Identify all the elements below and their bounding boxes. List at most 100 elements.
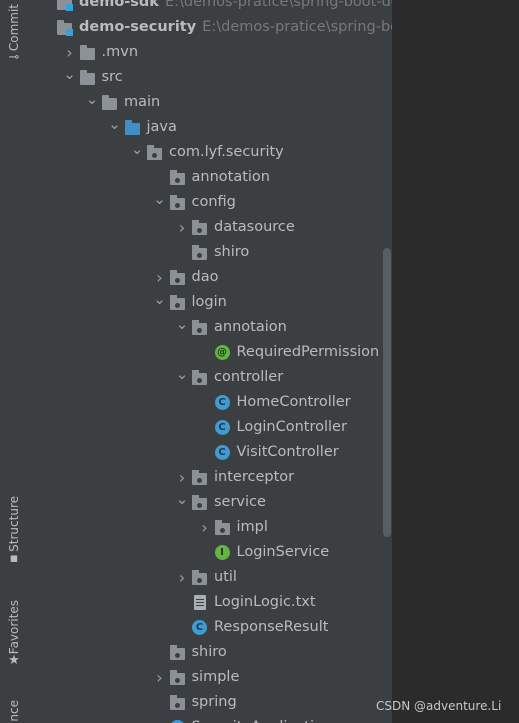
- tree-row[interactable]: ⌄ controller: [28, 365, 392, 390]
- structure-tab-label: Structure: [7, 496, 21, 552]
- tree-row[interactable]: CSecurityApplication: [28, 715, 392, 723]
- tree-row[interactable]: ⌄ config: [28, 190, 392, 215]
- tree-node-name: LoginService: [236, 544, 330, 560]
- chevron-down-icon[interactable]: ⌄: [85, 90, 99, 108]
- tree-node-name: util: [214, 569, 237, 585]
- tree-node-name: src: [101, 69, 123, 85]
- folder-icon: [79, 70, 95, 85]
- tree-node-name: demo-security: [79, 19, 197, 35]
- tree-node-name: service: [214, 494, 266, 510]
- bottom-tab[interactable]: nce: [0, 700, 28, 722]
- chevron-right-icon[interactable]: ›: [201, 518, 208, 537]
- class-icon: C: [214, 445, 230, 460]
- tree-row-label: HomeController: [237, 390, 351, 415]
- bottom-tab-label: nce: [7, 700, 21, 722]
- tree-row[interactable]: › impl: [28, 515, 392, 540]
- package-icon: [169, 295, 185, 310]
- watermark: CSDN @adventure.Li: [376, 699, 502, 713]
- tree-row-label: dao: [192, 265, 219, 290]
- tree-row-label: SecurityApplication: [192, 715, 333, 723]
- tree-row-label: LoginService: [237, 540, 330, 565]
- file-glyph: [194, 595, 206, 610]
- tree-row[interactable]: ⌄main: [28, 90, 392, 115]
- tree-node-name: dao: [191, 269, 219, 285]
- chevron-right-icon[interactable]: ›: [178, 468, 186, 487]
- tree-row-label: .mvn: [102, 40, 139, 65]
- commit-tab[interactable]: Commit ⊸: [0, 4, 28, 65]
- tree-row[interactable]: ⌄ src: [28, 65, 392, 90]
- package-icon: [169, 645, 185, 660]
- favorites-tab-label: Favorites: [7, 600, 21, 655]
- tree-row[interactable]: ⌄annotaion: [28, 315, 392, 340]
- chevron-right-icon[interactable]: ›: [156, 268, 163, 287]
- tree-row[interactable]: › util: [28, 565, 392, 590]
- tree-row[interactable]: shiro: [28, 240, 392, 265]
- commit-tab-label: Commit: [7, 4, 21, 52]
- module-icon: [57, 0, 73, 11]
- tree-node-name: java: [146, 119, 177, 135]
- commit-icon: ⊸: [8, 50, 20, 66]
- tree-row[interactable]: ›datasource: [28, 215, 392, 240]
- tree-row-label: RequiredPermission: [237, 340, 380, 365]
- tree-row[interactable]: @RequiredPermission: [28, 340, 392, 365]
- class-icon: C: [214, 395, 230, 410]
- chevron-right-icon[interactable]: ›: [178, 218, 186, 237]
- package-icon: [169, 170, 185, 185]
- tree-node-name: config: [191, 194, 236, 210]
- package-icon: [192, 370, 207, 385]
- tree-node-name: annotation: [191, 169, 270, 185]
- chevron-right-icon[interactable]: ›: [156, 668, 163, 687]
- text-file-icon: [192, 595, 207, 610]
- tree-row-label: util: [214, 565, 237, 590]
- tree-row[interactable]: C VisitController: [28, 440, 392, 465]
- tree-row-label: controller: [214, 365, 283, 390]
- tree-node-name: com.lyf.security: [169, 144, 284, 160]
- tree-row[interactable]: › .mvn: [28, 40, 392, 65]
- package-icon: [192, 245, 207, 260]
- folder-icon: [102, 95, 117, 110]
- tree-row[interactable]: C HomeController: [28, 390, 392, 415]
- star-icon: ★: [8, 653, 20, 669]
- tree-row[interactable]: ⌄ login: [28, 290, 392, 315]
- tree-row[interactable]: shiro: [28, 640, 392, 665]
- package-icon: [192, 570, 207, 585]
- tree-row[interactable]: ⌄ service: [28, 490, 392, 515]
- tree-row-label: LoginLogic.txt: [214, 590, 316, 615]
- chevron-down-icon[interactable]: ⌄: [175, 365, 189, 383]
- tree-row[interactable]: spring: [28, 690, 392, 715]
- chevron-down-icon[interactable]: ⌄: [108, 115, 121, 133]
- tree-scrollbar[interactable]: [383, 248, 391, 537]
- chevron-down-icon[interactable]: ⌄: [63, 65, 76, 83]
- tree-row[interactable]: ⌄ com.lyf.security: [28, 140, 392, 165]
- structure-tab[interactable]: Structure ▪: [0, 496, 28, 566]
- tree-node-name: impl: [236, 519, 268, 535]
- module-icon: [57, 20, 73, 36]
- chevron-down-icon[interactable]: ⌄: [175, 490, 189, 508]
- tree-node-name: VisitController: [236, 444, 339, 460]
- tree-node-name: controller: [214, 369, 284, 385]
- tree-row[interactable]: ›simple: [28, 665, 392, 690]
- chevron-down-icon[interactable]: ⌄: [153, 290, 166, 308]
- chevron-right-icon[interactable]: ›: [66, 43, 73, 62]
- structure-icon: ▪: [9, 550, 19, 566]
- favorites-tab[interactable]: Favorites ★: [0, 600, 28, 668]
- tree-row[interactable]: ⌄ java: [28, 115, 392, 140]
- folder-icon: [79, 45, 95, 60]
- tree-row[interactable]: annotation: [28, 165, 392, 190]
- tree-row[interactable]: LoginLogic.txt: [28, 590, 392, 615]
- chevron-down-icon[interactable]: ⌄: [130, 140, 144, 158]
- chevron-right-icon[interactable]: ›: [178, 568, 186, 587]
- chevron-down-icon[interactable]: ⌄: [153, 190, 166, 208]
- tree-row[interactable]: › dao: [28, 265, 392, 290]
- tree-row-label: interceptor: [214, 465, 294, 490]
- tree-node-name: login: [191, 294, 227, 310]
- chevron-down-icon[interactable]: ⌄: [175, 315, 189, 333]
- tree-row[interactable]: › interceptor: [28, 465, 392, 490]
